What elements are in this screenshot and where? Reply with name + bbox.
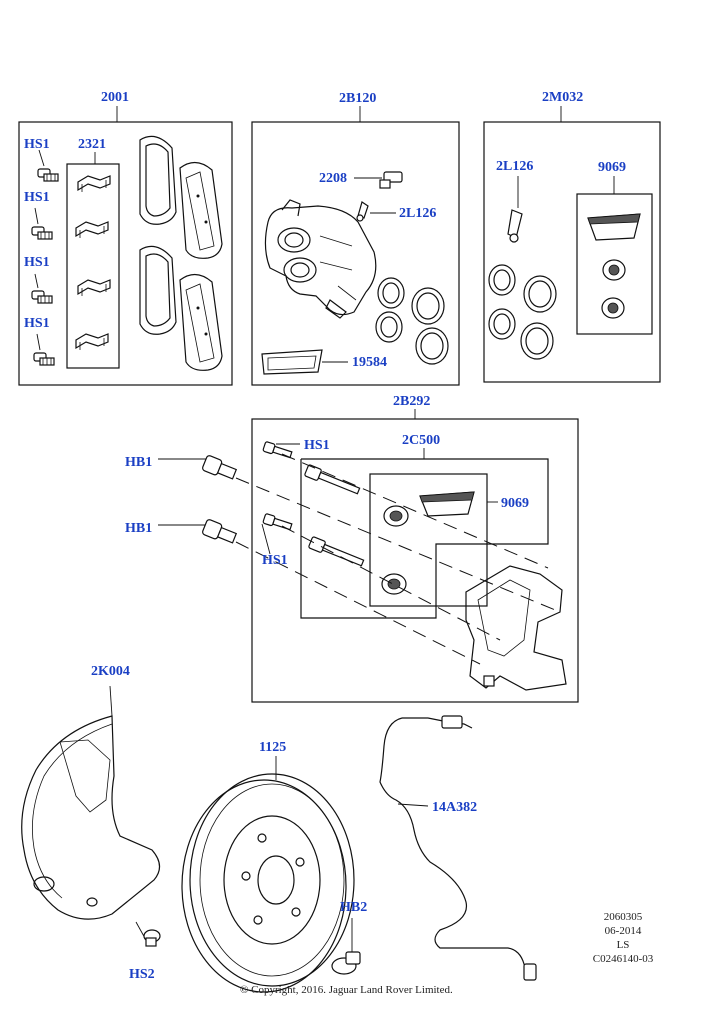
illustration-meta: 2060305 06-2014 LS C0246140-03 [583, 910, 663, 966]
group-box-9069-a [576, 176, 653, 335]
callout-2321[interactable]: 2321 [78, 137, 106, 152]
meta-code: LS [616, 939, 630, 951]
wheel-bolt [331, 918, 361, 975]
bleed-cap-2m032 [507, 176, 523, 243]
grease-and-boots-a [587, 213, 641, 319]
group-box-2b292 [251, 409, 579, 703]
brake-pad-group [139, 135, 223, 371]
hs1-bolts-2b292 [261, 441, 300, 555]
group-box-2001 [18, 106, 233, 386]
guide-pins [304, 464, 365, 567]
group-box-2c500 [300, 448, 549, 619]
callout-hb2[interactable]: HB2 [340, 900, 368, 915]
grease-sachet [261, 349, 348, 375]
bolt-hs1-group [31, 149, 59, 366]
brake-disc [181, 756, 355, 993]
callout-hs1[interactable]: HS1 [304, 438, 330, 453]
seal-kit-rings [375, 277, 449, 365]
bleed-screw [354, 171, 403, 189]
callout-hs2[interactable]: HS2 [129, 967, 155, 982]
callout-hs1[interactable]: HS1 [24, 137, 50, 152]
caliper-carrier [465, 565, 567, 691]
meta-illustration-id: C0246140-03 [592, 953, 654, 965]
seal-kit-rings-2m032 [488, 264, 557, 360]
hb1-bolts [158, 455, 238, 544]
callout-hs1[interactable]: HS1 [24, 255, 50, 270]
callout-2b120[interactable]: 2B120 [339, 91, 377, 106]
group-box-2b120 [251, 106, 460, 386]
meta-date: 06-2014 [604, 925, 642, 937]
callout-2208[interactable]: 2208 [319, 171, 347, 186]
callout-2k004[interactable]: 2K004 [91, 664, 130, 679]
dust-shield-bolt [135, 921, 161, 947]
copyright-notice: © Copyright, 2016. Jaguar Land Rover Lim… [240, 984, 453, 996]
callout-hs1[interactable]: HS1 [262, 553, 288, 568]
wear-sensor [379, 715, 537, 981]
brake-caliper [264, 199, 377, 319]
bleed-cap [356, 201, 396, 222]
callout-14a382[interactable]: 14A382 [432, 800, 478, 815]
callout-2l126[interactable]: 2L126 [496, 159, 534, 174]
group-box-9069-b [369, 473, 488, 607]
callout-2c500[interactable]: 2C500 [402, 433, 441, 448]
callout-9069[interactable]: 9069 [598, 160, 626, 175]
callout-2b292[interactable]: 2B292 [393, 394, 431, 409]
callout-hs1[interactable]: HS1 [24, 316, 50, 331]
callout-hb1[interactable]: HB1 [125, 521, 153, 536]
pad-clip-group [75, 175, 111, 350]
callout-2001[interactable]: 2001 [101, 90, 129, 105]
callout-2m032[interactable]: 2M032 [542, 90, 584, 105]
group-box-2321 [66, 152, 120, 369]
meta-ref: 2060305 [603, 911, 643, 923]
callout-hs1[interactable]: HS1 [24, 190, 50, 205]
callout-19584[interactable]: 19584 [352, 355, 387, 370]
callout-9069[interactable]: 9069 [501, 496, 529, 511]
callout-2l126[interactable]: 2L126 [399, 206, 437, 221]
grease-and-boots-b [381, 491, 498, 595]
dashed-assembly-lines [235, 453, 561, 665]
callout-hb1[interactable]: HB1 [125, 455, 153, 470]
callout-1125[interactable]: 1125 [259, 740, 287, 755]
group-box-2m032 [483, 106, 661, 383]
dust-shield [21, 685, 161, 920]
